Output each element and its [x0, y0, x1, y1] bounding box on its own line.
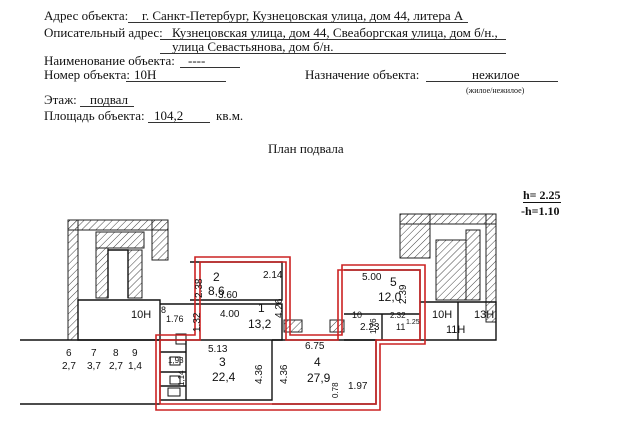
floor-label: Этаж: [44, 92, 77, 107]
room-1-area: 13,2 [248, 317, 272, 331]
plan-title: План подвала [268, 141, 344, 156]
outside-room-7-area: 3,7 [87, 361, 101, 372]
room-4-dim-left: 4.36 [279, 364, 290, 384]
room-2-dim-left: 2.38 [194, 278, 205, 298]
room-11-dim2: 1.25 [406, 319, 420, 326]
height-total: h= 2.25 [523, 188, 561, 203]
outside-room-6-number: 6 [66, 348, 72, 359]
room-4-dim-small: 0.78 [331, 382, 340, 398]
room-5-dim-right: 2.39 [398, 284, 409, 304]
desc-address-line1: Кузнецовская улица, дом 44, Свеаборгская… [172, 25, 498, 40]
outside-room-8-number: 8 [113, 348, 119, 359]
room-10-dim: 1.76 [369, 318, 378, 334]
object-name-label: Наименование объекта: [44, 53, 175, 68]
room-2-dim-bottom: 3.60 [218, 290, 238, 301]
outside-room-8-area: 2,7 [109, 361, 123, 372]
desc-address-line2: улица Севастьянова, дом б/н. [172, 39, 334, 54]
area-label: Площадь объекта: [44, 108, 145, 123]
tag-10h-left: 10Н [131, 309, 151, 321]
outside-room-6-area: 2,7 [62, 361, 76, 372]
area-unit: кв.м. [216, 108, 244, 123]
room-5-area: 12,0 [378, 290, 402, 304]
left-room-number: 8 [161, 305, 166, 315]
object-number-label: Номер объекта: [44, 67, 131, 82]
room-labels: 2 8,6 2.38 2.14 3.60 4.00 1 13,2 1.32 4.… [62, 270, 494, 398]
object-number-value: 10Н [134, 67, 157, 82]
room-2-number: 2 [213, 270, 220, 284]
room-1-dim-right: 4.26 [274, 298, 285, 318]
room-10-number: 10 [352, 310, 362, 320]
desc-address-label: Описательный адрес: [44, 25, 163, 40]
floor-underline [80, 106, 134, 107]
object-purpose-label: Назначение объекта: [305, 67, 420, 82]
object-name-value: ---- [188, 53, 206, 68]
left-room-dim: 1.76 [166, 314, 184, 324]
room-5-dim-top: 5.00 [362, 272, 382, 283]
object-purpose-underline [426, 81, 558, 82]
floor-value: подвал [90, 92, 129, 107]
tag-11h: 11Н [446, 324, 465, 336]
outside-room-7-number: 7 [91, 348, 97, 359]
object-purpose-value: нежилое [472, 67, 520, 82]
height-below: -h=1.10 [521, 204, 560, 218]
desc-underline-2 [160, 53, 506, 54]
room-3-dim-top: 5.13 [208, 344, 228, 355]
address-value: г. Санкт-Петербург, Кузнецовская улица, … [142, 8, 464, 23]
outside-room-9-area: 1,4 [128, 361, 142, 372]
stair-dim-1: 1,93 [168, 356, 184, 365]
room-2-dim-right: 2.14 [263, 270, 283, 281]
room-2-area: 8,6 [208, 284, 225, 298]
object-name-underline [180, 67, 240, 68]
room-4-dim-top: 6.75 [305, 341, 325, 352]
area-underline [148, 122, 210, 123]
room-1-dim-left: 1.32 [192, 312, 203, 332]
desc-underline-1 [160, 39, 506, 40]
address-label: Адрес объекта: [44, 8, 129, 23]
room-4-dim-bottom: 1.97 [348, 381, 368, 392]
wall-hatch [67, 213, 497, 341]
area-value: 104,2 [154, 108, 184, 123]
room-11-dim1: 2.32 [390, 311, 406, 320]
room-3-area: 22,4 [212, 370, 236, 384]
room-4-number: 4 [314, 355, 321, 369]
room-5-dim-bottom: 2.23 [360, 322, 380, 333]
room-4-area: 27,9 [307, 371, 331, 385]
outside-room-9-number: 9 [132, 348, 138, 359]
room-1-number: 1 [258, 301, 265, 315]
stair-dim-2: 1,14 [177, 370, 186, 386]
tag-10h-right: 10Н [432, 309, 452, 321]
stair-details [167, 333, 187, 397]
tag-13h: 13Н [474, 309, 494, 321]
address-underline [128, 22, 468, 23]
object-number-underline [126, 81, 226, 82]
room-5-number: 5 [390, 275, 397, 289]
room-3-number: 3 [219, 355, 226, 369]
object-purpose-hint: (жилое/нежилое) [466, 86, 525, 95]
room-1-dim-top: 4.00 [220, 309, 240, 320]
object-boundary [155, 256, 426, 411]
room-3-dim-right: 4.36 [254, 364, 265, 384]
room-11-number: 11 [396, 322, 405, 332]
